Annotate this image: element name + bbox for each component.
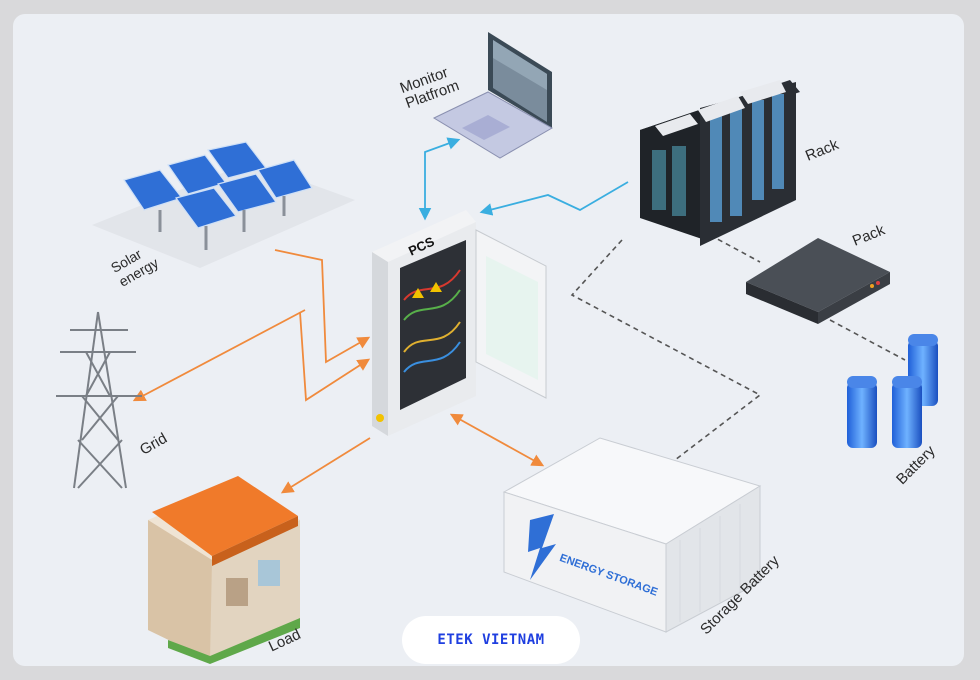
storage-container-icon bbox=[502, 437, 762, 633]
orange-links bbox=[132, 249, 545, 494]
blue-links bbox=[418, 137, 629, 221]
diagram-frame: Monitor Platfrom Rack Pack Battery Solar… bbox=[13, 14, 964, 666]
laptop-icon bbox=[432, 32, 554, 159]
brand-badge: ETEK VIETNAM bbox=[402, 616, 580, 664]
dashed-links bbox=[570, 234, 906, 461]
energy-storage-diagram bbox=[56, 32, 938, 664]
solar-panels-icon bbox=[92, 141, 355, 268]
battery-cells-icon bbox=[847, 334, 938, 448]
rack-icon bbox=[640, 80, 800, 246]
pack-icon bbox=[746, 238, 890, 324]
brand-text: ETEK VIETNAM bbox=[437, 632, 545, 648]
house-icon bbox=[148, 476, 300, 664]
power-tower-icon bbox=[56, 311, 142, 489]
pcs-cabinet-icon bbox=[372, 210, 547, 436]
